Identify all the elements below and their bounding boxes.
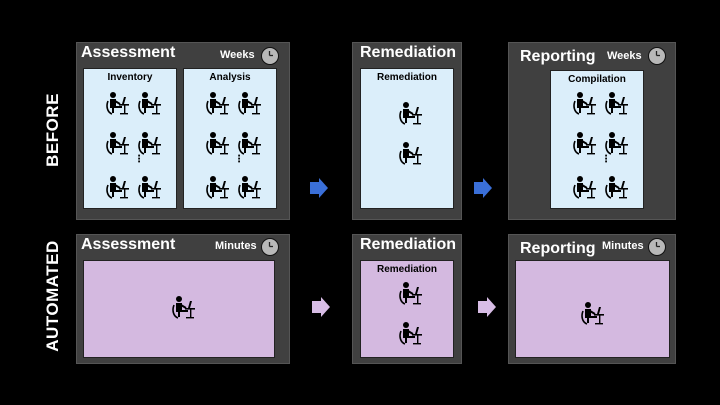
worker-icon (104, 175, 130, 201)
ellipsis: ⋮ (234, 154, 244, 165)
clock-icon (648, 238, 666, 256)
duration-unit: Minutes (602, 240, 644, 252)
clock-icon (261, 47, 279, 65)
panel-title: Remediation (360, 44, 457, 61)
automated-reporting-box (515, 260, 670, 358)
worker-icon (571, 175, 597, 201)
worker-icon (397, 141, 423, 167)
remediation-label: Remediation (376, 264, 437, 275)
automated-assessment-box (83, 260, 275, 358)
worker-icon (204, 131, 230, 157)
remediation-label: Remediation (376, 72, 437, 83)
worker-icon (236, 91, 262, 117)
duration-unit: Weeks (607, 50, 642, 62)
worker-icon (603, 91, 629, 117)
worker-icon (204, 91, 230, 117)
automated-assessment-panel: Assessment Minutes (76, 234, 290, 364)
arrow-right-icon (312, 297, 330, 317)
automation-worker-icon (170, 295, 196, 321)
ellipsis: ⋮ (134, 154, 144, 165)
panel-title: Reporting (520, 48, 596, 65)
worker-icon (397, 281, 423, 307)
before-assessment-panel: Assessment Weeks Inventory ⋮ Analysis ⋮ (76, 42, 290, 220)
worker-icon (603, 175, 629, 201)
worker-icon (571, 131, 597, 157)
arrow-right-icon (474, 178, 492, 198)
worker-icon (571, 91, 597, 117)
arrow-right-icon (310, 178, 328, 198)
worker-icon (136, 175, 162, 201)
remediation-box: Remediation (360, 68, 454, 209)
automated-remediation-panel: Remediation Remediation (352, 234, 462, 364)
compilation-label: Compilation (568, 74, 626, 85)
automated-reporting-panel: Reporting Minutes (508, 234, 676, 364)
worker-icon (136, 91, 162, 117)
worker-icon (397, 321, 423, 347)
panel-title: Remediation (360, 236, 457, 253)
row-label-automated: AUTOMATED (43, 240, 62, 352)
before-remediation-panel: Remediation Remediation (352, 42, 462, 220)
worker-icon (104, 91, 130, 117)
worker-icon (104, 131, 130, 157)
inventory-label: Inventory (107, 72, 153, 83)
analysis-box: Analysis ⋮ (183, 68, 277, 209)
automation-worker-icon (579, 301, 605, 327)
ellipsis: ⋮ (601, 154, 611, 165)
before-reporting-panel: Reporting Weeks Compilation ⋮ (508, 42, 676, 220)
clock-icon (648, 47, 666, 65)
panel-title: Assessment (81, 44, 176, 61)
automated-remediation-box: Remediation (360, 260, 454, 358)
inventory-box: Inventory ⋮ (83, 68, 177, 209)
worker-icon (204, 175, 230, 201)
row-label-before: BEFORE (43, 93, 62, 167)
arrow-right-icon (478, 297, 496, 317)
worker-icon (397, 101, 423, 127)
worker-icon (236, 175, 262, 201)
analysis-label: Analysis (209, 72, 251, 83)
panel-title: Assessment (81, 236, 176, 253)
compilation-box: Compilation ⋮ (550, 70, 644, 209)
duration-unit: Minutes (215, 240, 257, 252)
clock-icon (261, 238, 279, 256)
duration-unit: Weeks (220, 49, 255, 61)
panel-title: Reporting (520, 240, 596, 257)
